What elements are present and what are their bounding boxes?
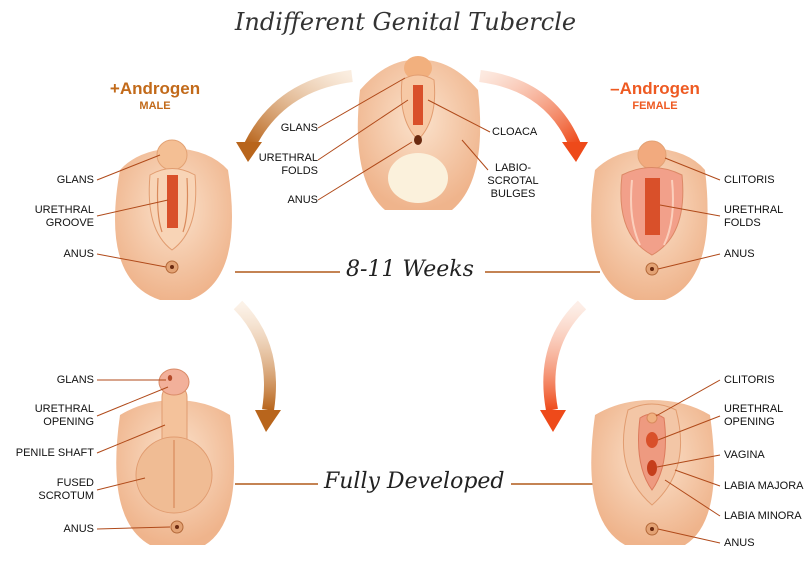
label-clitoris-female-mid: CLITORIS: [724, 174, 775, 187]
diagram-title: Indifferent Genital Tubercle: [0, 8, 811, 36]
indifferent-figure: [358, 56, 480, 210]
label-labia-majora: LABIA MAJORA: [724, 480, 803, 493]
label-labia-minora: LABIA MINORA: [724, 510, 802, 523]
male-final-figure: [116, 369, 234, 545]
label-cloaca: CLOACA: [492, 126, 537, 139]
male-arrowhead-bottom: [255, 410, 281, 432]
male-mid-figure: [115, 140, 232, 300]
female-arrowhead-bottom: [540, 410, 566, 432]
label-glans-male-final: GLANS: [4, 374, 94, 387]
label-urethral-folds-female-mid: URETHRAL FOLDS: [724, 204, 783, 230]
female-hormone-label: –Androgen: [590, 80, 720, 98]
label-clitoris-female-final: CLITORIS: [724, 374, 775, 387]
male-arrow-bottom: [238, 305, 270, 410]
female-arrow-bottom: [549, 305, 582, 410]
female-final-figure: [591, 400, 714, 545]
label-anus-male-mid: ANUS: [10, 248, 94, 261]
male-sex-label: MALE: [90, 100, 220, 112]
female-mid-figure: [591, 141, 707, 300]
label-urethral-opening-male: URETHRAL OPENING: [4, 403, 94, 429]
label-glans-male-mid: GLANS: [10, 174, 94, 187]
label-urethral-opening-female: URETHRAL OPENING: [724, 403, 783, 429]
label-anus-indifferent: ANUS: [250, 194, 318, 207]
female-arrowhead-top: [562, 142, 588, 162]
label-fused-scrotum: FUSED SCROTUM: [4, 477, 94, 503]
male-hormone-label: +Androgen: [90, 80, 220, 98]
label-urethral-groove: URETHRAL GROOVE: [10, 204, 94, 230]
label-urethral-folds-indifferent: URETHRAL FOLDS: [250, 152, 318, 178]
stage-label-mid: 8-11 Weeks: [340, 257, 480, 282]
label-glans-indifferent: GLANS: [250, 122, 318, 135]
label-labioscrotal-bulges: LABIO- SCROTAL BULGES: [478, 162, 548, 201]
label-vagina: VAGINA: [724, 449, 765, 462]
stage-label-final: Fully Developed: [318, 469, 511, 494]
female-sex-label: FEMALE: [590, 100, 720, 112]
label-anus-female-mid: ANUS: [724, 248, 755, 261]
label-penile-shaft: PENILE SHAFT: [4, 447, 94, 460]
label-anus-female-final: ANUS: [724, 537, 755, 550]
label-anus-male-final: ANUS: [4, 523, 94, 536]
